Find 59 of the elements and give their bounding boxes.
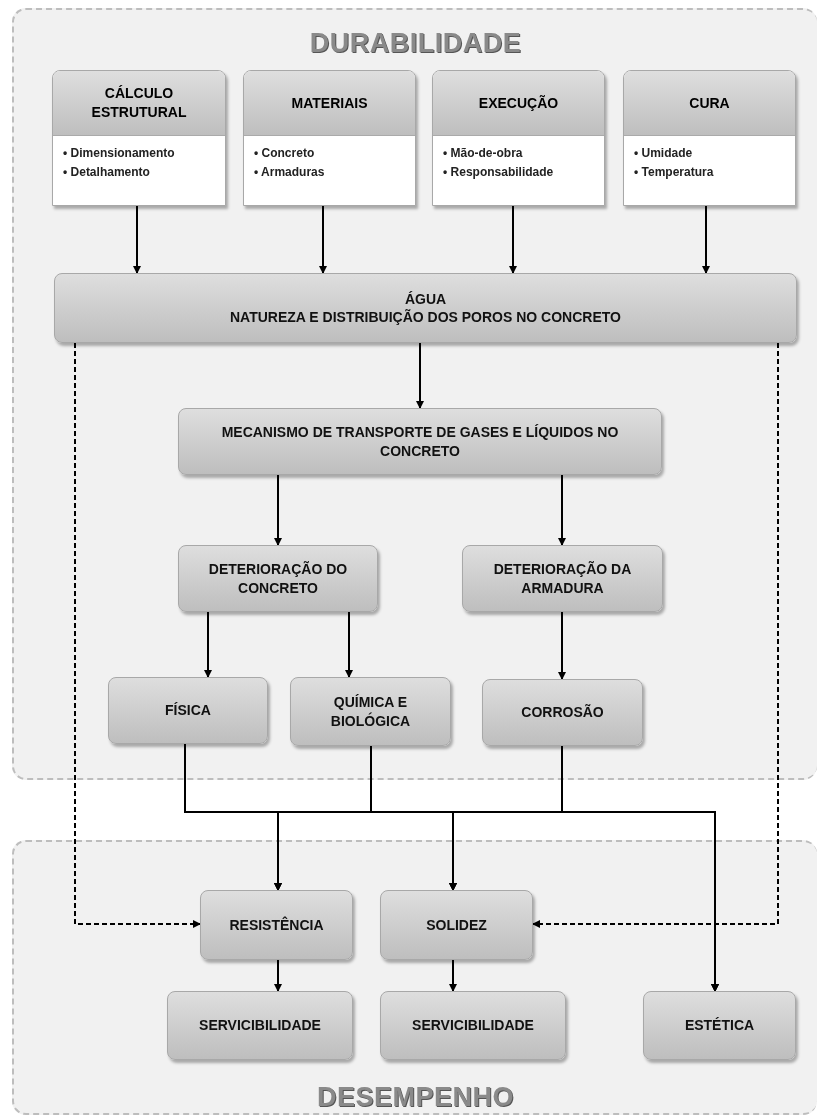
arrow	[274, 474, 282, 546]
bullet-item: • Detalhamento	[63, 164, 150, 182]
process-box	[200, 890, 353, 960]
bullet-item: • Responsabilidade	[443, 164, 554, 182]
section-title: DESEMPENHO	[316, 1082, 514, 1113]
box-label: SOLIDEZ	[426, 915, 487, 935]
process-box	[178, 408, 662, 475]
box-label: CORROSÃO	[521, 703, 604, 722]
box-label: SERVICIBILIDADE	[199, 1016, 321, 1035]
dashed-arrow	[74, 342, 201, 928]
arrow	[319, 205, 327, 274]
box-label: MECANISMO DE TRANSPORTE DE GASES E LÍQUIDOS NO CONCRETO	[220, 423, 620, 460]
category-card	[432, 70, 605, 206]
box-label: DETERIORAÇÃO DO CONCRETO	[207, 560, 349, 597]
bullet-item: • Mão-de-obra	[443, 145, 523, 162]
category-card	[52, 70, 226, 206]
category-card	[623, 70, 796, 206]
bullet-item: • Dimensionamento	[63, 145, 175, 162]
process-box	[380, 991, 566, 1060]
card-heading: CURA	[689, 93, 730, 113]
card-heading: CÁLCULO ESTRUTURAL	[90, 84, 188, 122]
bullet-item: • Temperatura	[634, 164, 714, 182]
arrow	[133, 205, 141, 274]
arrow	[558, 611, 566, 680]
box-label: DETERIORAÇÃO DA ARMADURA	[492, 560, 633, 597]
process-box	[178, 545, 378, 612]
box-label: QUÍMICA E BIOLÓGICA	[329, 693, 412, 730]
bullet-item: • Armaduras	[254, 164, 325, 182]
arrow	[204, 611, 212, 678]
arrow	[509, 205, 517, 274]
box-label: RESISTÊNCIA	[229, 915, 324, 935]
process-box	[108, 677, 268, 744]
box-label: SERVICIBILIDADE	[412, 1016, 534, 1035]
process-box	[54, 273, 797, 343]
bullet-item: • Umidade	[634, 145, 693, 162]
process-box	[482, 679, 643, 746]
section-panel	[12, 840, 817, 1115]
section-title: DURABILIDADE	[309, 28, 522, 59]
process-box	[643, 991, 796, 1060]
card-heading: MATERIAIS	[291, 93, 368, 113]
section-panel	[12, 8, 817, 780]
dashed-arrow	[532, 342, 779, 928]
box-label: FÍSICA	[165, 701, 211, 720]
box-label: NATUREZA E DISTRIBUIÇÃO DOS POROS NO CONCRETO	[230, 308, 621, 327]
arrow	[416, 342, 424, 409]
card-heading: EXECUÇÃO	[478, 93, 559, 113]
arrow	[449, 959, 457, 992]
arrow	[558, 474, 566, 546]
bullet-item: • Concreto	[254, 145, 315, 162]
category-card	[243, 70, 416, 206]
process-box	[167, 991, 353, 1060]
process-box	[380, 890, 533, 960]
box-label: ÁGUA	[404, 289, 447, 308]
process-box	[290, 677, 451, 746]
arrow	[345, 611, 353, 678]
arrow	[274, 959, 282, 992]
process-box	[462, 545, 663, 612]
box-label: ESTÉTICA	[684, 1016, 755, 1035]
arrow	[702, 205, 710, 274]
